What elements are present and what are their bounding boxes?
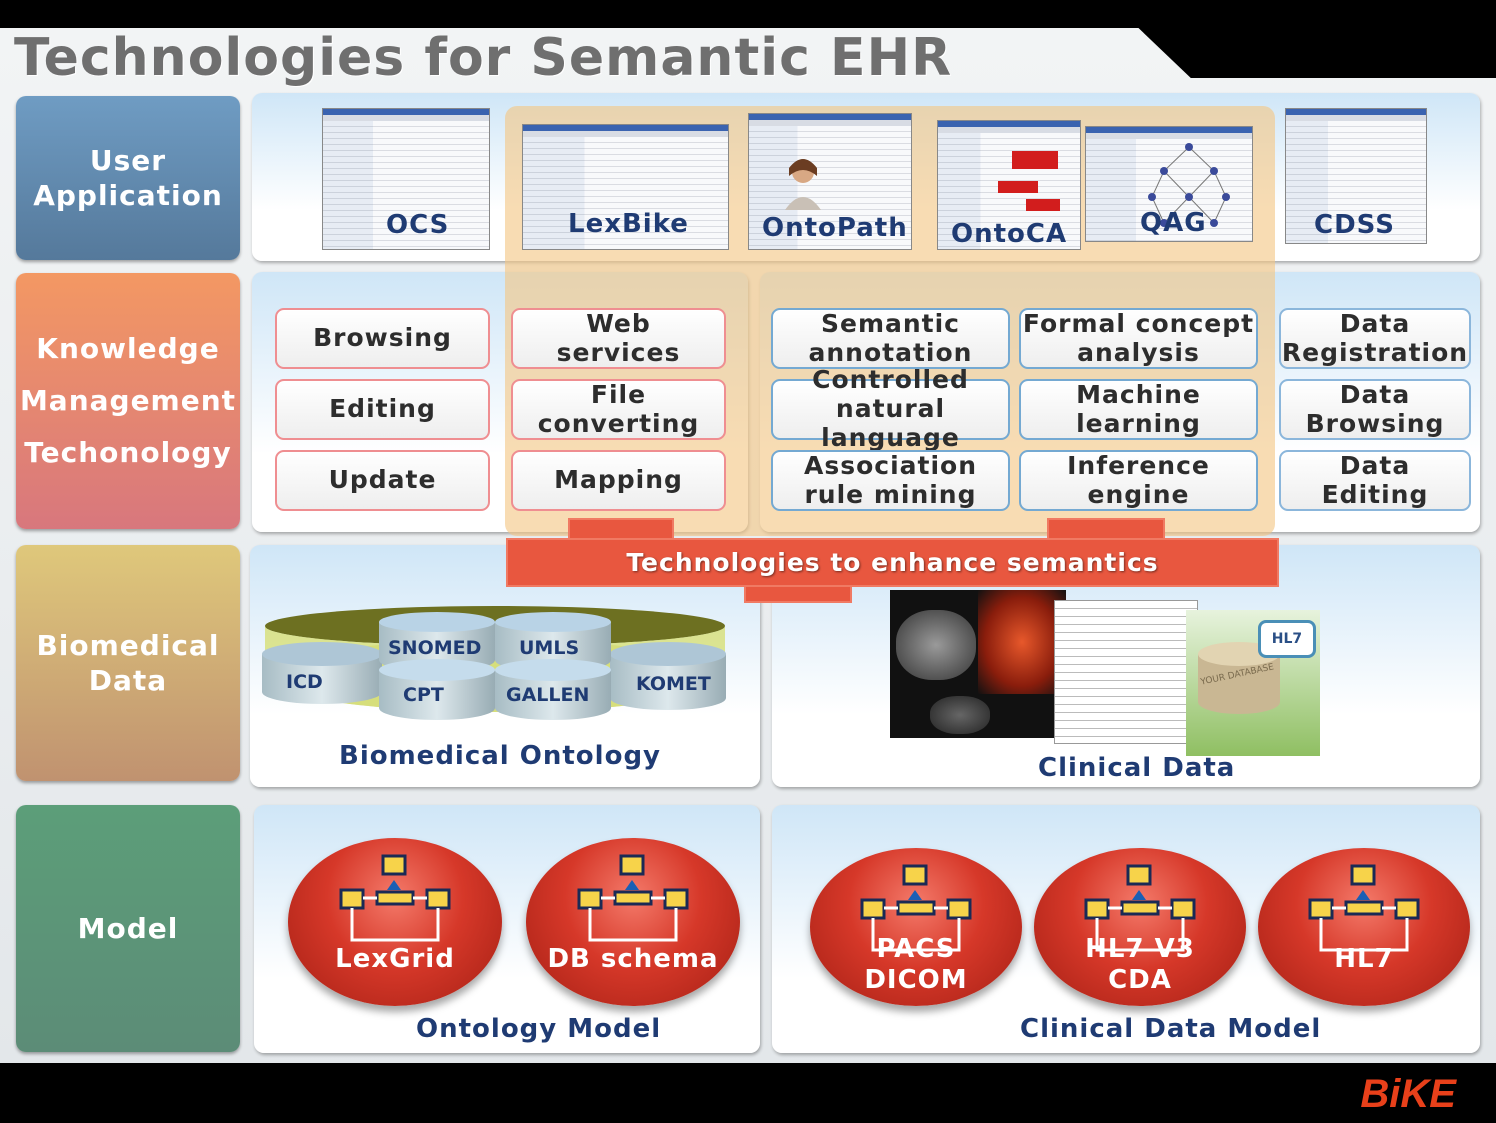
row-label-biomedical-data: Biomedical Data xyxy=(16,545,240,781)
model-lexgrid: LexGrid xyxy=(288,838,502,1006)
disk-kmet xyxy=(610,642,726,710)
app-label-cdss: CDSS xyxy=(1314,210,1395,240)
disk-cpt xyxy=(379,659,495,720)
ontopath-screenshot xyxy=(748,113,912,250)
page-title: Technologies for Semantic EHR xyxy=(14,28,953,88)
km-controlled-natural-language: Controlled natural language xyxy=(771,366,1010,452)
ct-slice-gray xyxy=(896,610,976,680)
clinical-data-model-caption: Clinical Data Model xyxy=(1020,1014,1322,1044)
ontoca-red-node xyxy=(1026,199,1060,211)
ontology-cpt: CPT xyxy=(403,684,444,706)
km-update: Update xyxy=(275,450,490,511)
ontology-model-caption: Ontology Model xyxy=(416,1014,662,1044)
row-label-user-application: User Application xyxy=(16,96,240,260)
model-label-db-schema: DB schema xyxy=(547,944,719,974)
km-formal-concept-analysis: Formal concept analysis xyxy=(1019,308,1258,369)
qag-screenshot xyxy=(1085,126,1253,242)
ct-scan-image xyxy=(890,590,1066,738)
row-label-knowledge-management: Knowledge Management Techonology xyxy=(16,273,240,529)
disk-gallen xyxy=(495,659,611,720)
model-diagram-icon xyxy=(1308,864,1420,952)
app-label-ontopath: OntoPath xyxy=(762,213,908,243)
footer-bar xyxy=(0,1063,1496,1123)
app-label-ontoca: OntoCA xyxy=(951,219,1068,249)
app-label-ocs: OCS xyxy=(386,210,450,240)
km-web-services: Web services xyxy=(511,308,726,369)
model-label-lexgrid: LexGrid xyxy=(335,944,455,974)
model-label-hl7-v3-cda: HL7 V3 CDA xyxy=(1085,934,1195,996)
database-image: YOUR DATABASE HL7 xyxy=(1186,610,1320,756)
ontology-komet: KOMET xyxy=(636,673,711,695)
model-db-schema: DB schema xyxy=(526,838,740,1006)
model-hl7: HL7 xyxy=(1258,848,1470,1006)
app-label-lexbike: LexBike xyxy=(568,209,689,239)
model-pacs-dicom: PACS DICOM xyxy=(810,848,1022,1006)
model-hl7-v3-cda: HL7 V3 CDA xyxy=(1034,848,1246,1006)
model-diagram-icon xyxy=(1084,864,1196,952)
lexbike-screenshot xyxy=(522,124,729,250)
model-diagram-icon xyxy=(339,854,451,942)
ontology-gallen: GALLEN xyxy=(506,684,590,706)
disk-icd xyxy=(262,642,382,704)
km-data-browsing: Data Browsing xyxy=(1279,379,1471,440)
ontology-snomed: SNOMED xyxy=(388,637,482,659)
km-inference-engine: Inference engine xyxy=(1019,450,1258,511)
clinical-data-caption: Clinical Data xyxy=(1038,753,1236,783)
ontology-disks xyxy=(262,612,726,720)
enhance-semantics-banner: Technologies to enhance semantics xyxy=(506,538,1279,587)
ct-slice-color xyxy=(978,590,1066,694)
ct-slice-small xyxy=(930,696,990,734)
km-data-editing: Data Editing xyxy=(1279,450,1471,511)
km-browsing: Browsing xyxy=(275,308,490,369)
person-photo-icon xyxy=(785,159,821,210)
ontoca-red-node xyxy=(998,181,1038,193)
disk-snomed xyxy=(379,612,495,672)
clinical-document-image xyxy=(1054,600,1198,744)
bike-logo: BiKE xyxy=(1360,1072,1456,1116)
ontoca-red-node xyxy=(1012,151,1058,169)
ocs-screenshot xyxy=(322,108,490,250)
row-label-model: Model xyxy=(16,805,240,1052)
disk-umls xyxy=(495,612,611,672)
model-label-pacs-dicom: PACS DICOM xyxy=(864,934,968,996)
km-semantic-annotation: Semantic annotation xyxy=(771,308,1010,369)
km-file-converting: File converting xyxy=(511,379,726,440)
km-editing: Editing xyxy=(275,379,490,440)
km-association-rule-mining: Association rule mining xyxy=(771,450,1010,511)
km-mapping: Mapping xyxy=(511,450,726,511)
biomedical-ontology-caption: Biomedical Ontology xyxy=(339,741,661,771)
km-machine-learning: Machine learning xyxy=(1019,379,1258,440)
km-data-registration: Data Registration xyxy=(1279,308,1471,369)
hl7-speech-badge: HL7 xyxy=(1258,620,1316,658)
ontology-icd: ICD xyxy=(286,671,323,693)
model-label-hl7: HL7 xyxy=(1334,944,1394,974)
model-diagram-icon xyxy=(860,864,972,952)
app-label-qag: QAG xyxy=(1140,208,1207,238)
model-diagram-icon xyxy=(577,854,689,942)
qag-lattice-graph xyxy=(1148,143,1230,227)
ontoca-screenshot xyxy=(937,120,1081,250)
ontology-umls: UMLS xyxy=(519,637,580,659)
cdss-screenshot xyxy=(1285,108,1427,244)
title-tab-shape xyxy=(1138,28,1496,78)
